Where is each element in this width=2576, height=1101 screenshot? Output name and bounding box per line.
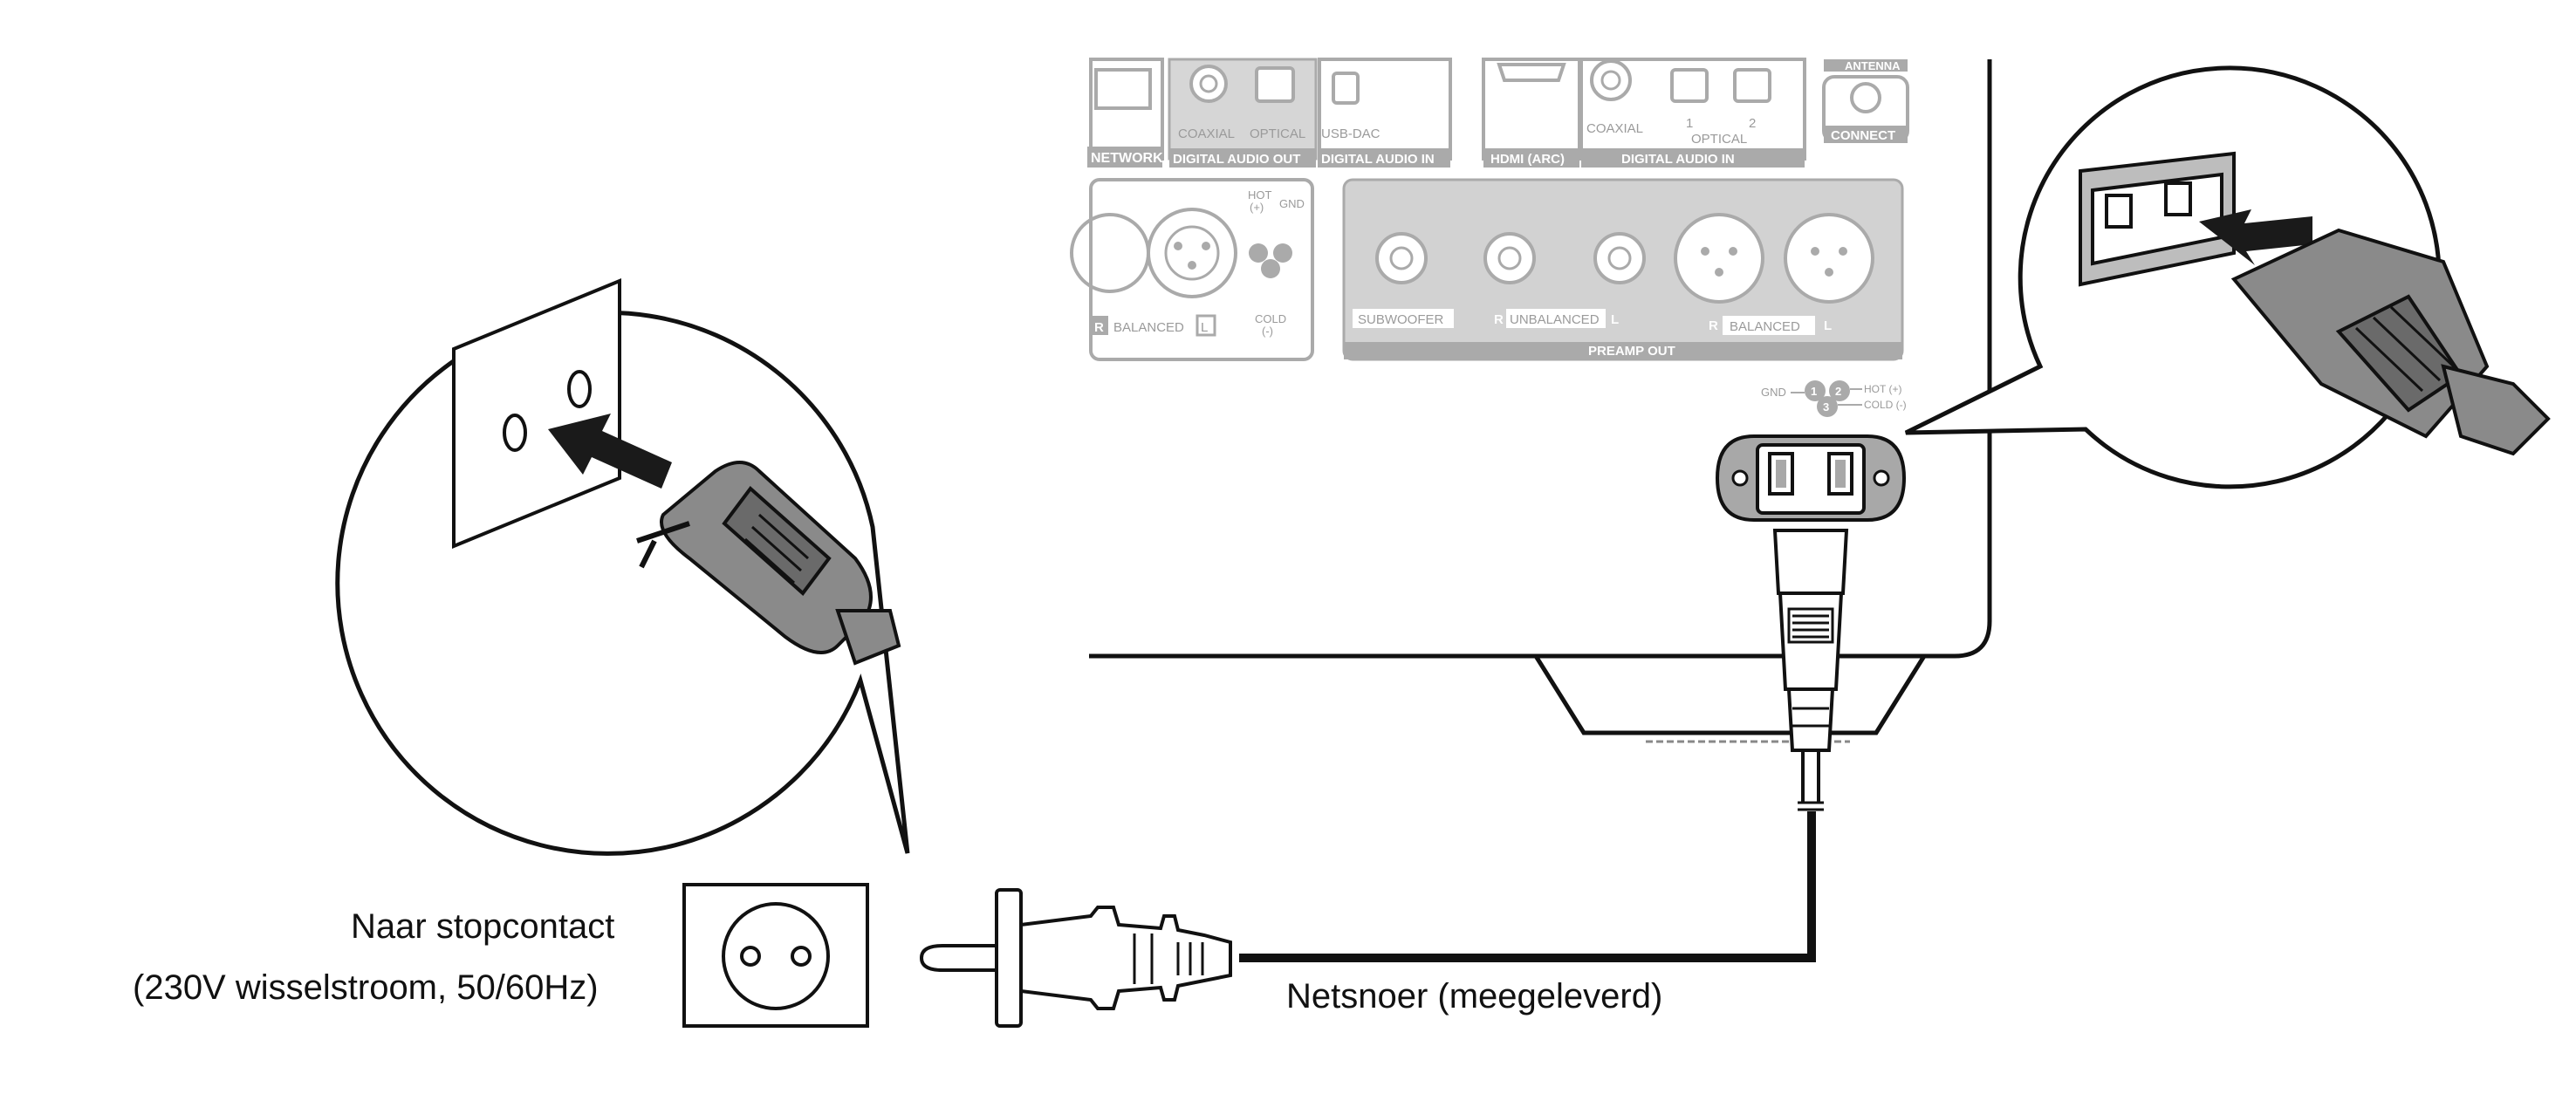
- unbalanced-r-jack: [1483, 232, 1536, 284]
- balanced-right-l-label: L: [1824, 318, 1832, 333]
- callout-schuko-plug: [636, 461, 901, 666]
- hdmi-arc-label: HDMI (ARC): [1490, 152, 1565, 167]
- digital-audio-in-a-label: DIGITAL AUDIO IN: [1321, 152, 1435, 167]
- network-port: [1094, 68, 1152, 110]
- balanced-left-r-label: R: [1094, 320, 1104, 335]
- balanced-l-xlr: [1147, 208, 1237, 298]
- subwoofer-jack: [1375, 232, 1428, 284]
- pin3-label: 3: [1823, 400, 1829, 414]
- callout-insert-arrow-left: [548, 414, 672, 489]
- hot-label: HOT: [1248, 188, 1272, 202]
- connect-button: [1850, 82, 1881, 113]
- preamp-out-label: PREAMP OUT: [1588, 344, 1675, 359]
- coaxial-in-jack: [1590, 59, 1632, 101]
- power-cord: [1230, 811, 1816, 962]
- optical-out-label: OPTICAL: [1250, 127, 1305, 141]
- antenna-label: ANTENNA: [1845, 59, 1901, 72]
- hdmi-port: [1497, 63, 1566, 82]
- usb-dac-port: [1332, 72, 1360, 105]
- wall-outlet-icon: [682, 883, 869, 1028]
- xlr-pin-diagram: GND 1 2 3 HOT (+) COLD (-): [1761, 380, 1907, 417]
- cold-label: COLD: [1255, 312, 1286, 325]
- pin-hot-label: HOT (+): [1864, 383, 1901, 395]
- callout-iec-plug: [2230, 228, 2551, 456]
- callout-insert-arrow-right: [2199, 209, 2312, 265]
- pin2-label: 2: [1835, 385, 1841, 398]
- ac-inlet: [1715, 434, 1907, 522]
- balanced-r-xlr: [1070, 213, 1150, 293]
- callout-wall-plate: [452, 278, 621, 549]
- balanced-left-label: BALANCED: [1113, 320, 1184, 335]
- gnd-label: GND: [1279, 197, 1305, 210]
- unbalanced-r-label: R: [1494, 312, 1504, 327]
- coaxial-out-label: COAXIAL: [1178, 127, 1235, 141]
- balanced-right-r-label: R: [1709, 318, 1718, 333]
- iec-plug: [1772, 529, 1849, 811]
- schuko-plug-bottom: [919, 888, 1232, 1028]
- usb-dac-label: USB-DAC: [1321, 127, 1380, 141]
- coaxial-out-jack: [1189, 65, 1228, 103]
- cold-minus-label: (-): [1262, 325, 1273, 338]
- coaxial-in-label: COAXIAL: [1586, 121, 1643, 136]
- balanced-r-out-xlr: [1674, 213, 1764, 304]
- network-label: NETWORK: [1091, 151, 1163, 166]
- balanced-left-l-label: L: [1201, 320, 1208, 335]
- callout-inlet-socket: [2079, 151, 2236, 287]
- pin1-label: 1: [1811, 385, 1817, 398]
- power-cord-label: Netsnoer (meegeleverd): [1286, 977, 1663, 1016]
- outlet-spec-label: (230V wisselstroom, 50/60Hz): [133, 968, 599, 1007]
- unbalanced-l-label: L: [1611, 312, 1619, 327]
- optical-in-1-port: [1670, 68, 1709, 103]
- unbalanced-l-jack: [1593, 232, 1646, 284]
- optical-in-2-port: [1733, 68, 1771, 103]
- hot-plus-label: (+): [1250, 201, 1264, 214]
- digital-connector-row: NETWORK COAXIAL OPTICAL DIGITAL AUDIO OU…: [1087, 58, 1909, 168]
- optical-out-port: [1255, 66, 1295, 103]
- balanced-l-out-xlr: [1784, 213, 1874, 304]
- inlet-callout-bubble: [1904, 65, 2442, 489]
- balanced-right-label: BALANCED: [1730, 319, 1800, 334]
- digital-audio-in-b-label: DIGITAL AUDIO IN: [1621, 152, 1735, 167]
- subwoofer-label: SUBWOOFER: [1358, 312, 1444, 327]
- optical-in-1-label: 1: [1686, 116, 1693, 131]
- unbalanced-label: UNBALANCED: [1510, 312, 1600, 327]
- optical-in-label: OPTICAL: [1691, 132, 1747, 147]
- pin-gnd-label: GND: [1761, 386, 1786, 399]
- analog-connector-row: HOT (+) GND COLD (-) R BALANCED L SUBWOO…: [1070, 178, 1904, 361]
- outlet-title-label: Naar stopcontact: [351, 907, 615, 946]
- digital-audio-out-label: DIGITAL AUDIO OUT: [1173, 152, 1300, 167]
- optical-in-2-label: 2: [1749, 116, 1756, 131]
- pin-cold-label: COLD (-): [1864, 399, 1907, 411]
- connect-label: CONNECT: [1831, 128, 1895, 143]
